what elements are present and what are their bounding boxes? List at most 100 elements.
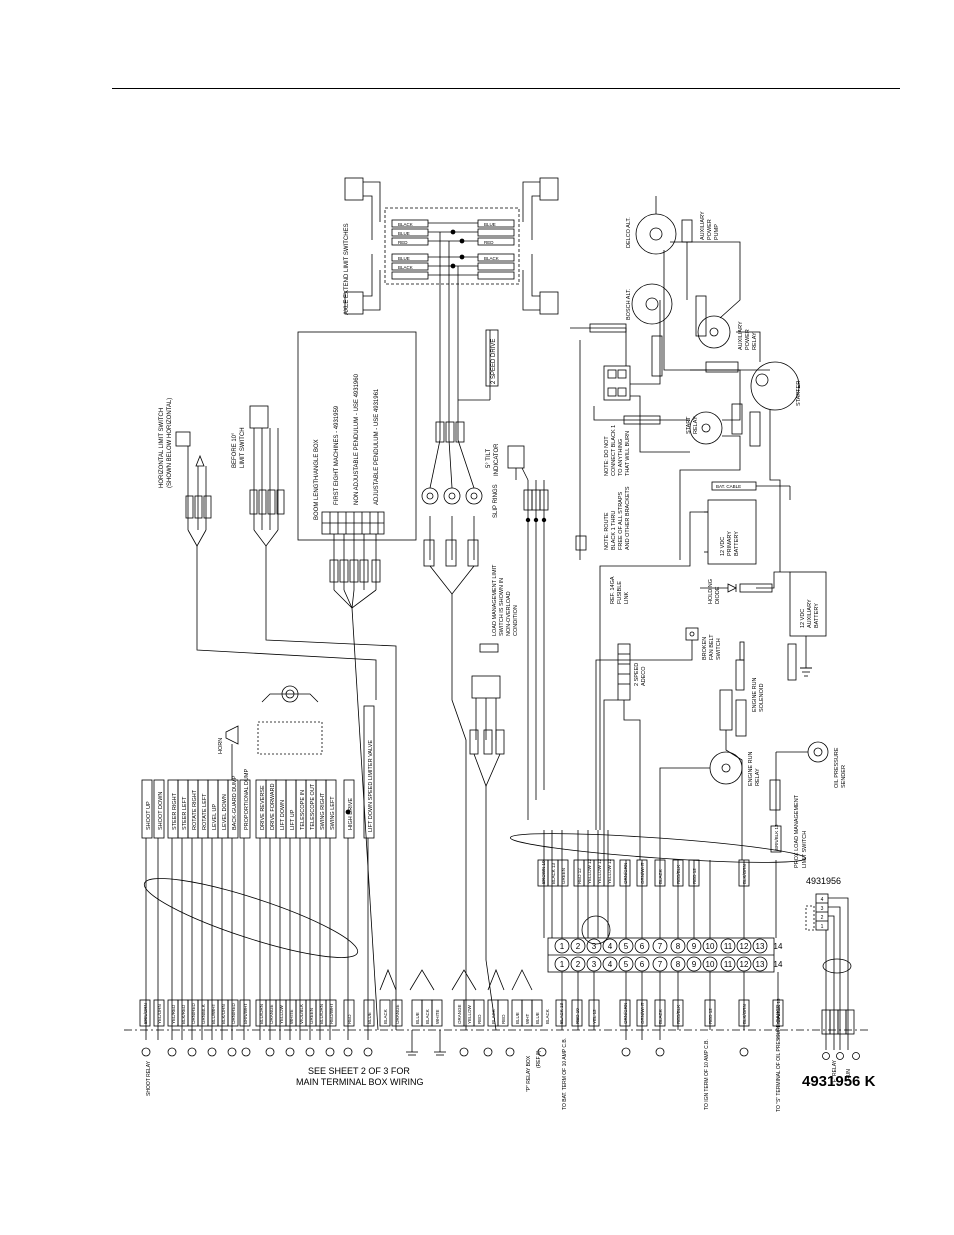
terminal-8-bottom: 8 [676,960,681,969]
bottom-tag-18: RED/WHT [329,1003,334,1024]
bottom-note-oil-gauge: TO "S" TERMINAL OF OIL PRESSURE GAUGE [776,1004,782,1112]
fan-belt-label-3: SWITCH [716,638,722,660]
note-route-1: NOTE: ROUTE [604,512,610,550]
ref-note-1: REF. 14GA [610,576,616,604]
lower-tag-1: BLACK 13 [559,1002,564,1024]
bottom-tag-22: ORANGE [395,1004,400,1024]
fan-belt-label-1: BROKEN [702,637,708,660]
tilt-indicator [507,445,549,820]
holding-diode-label-2: DIODE [715,586,721,604]
terminal-11-bottom: 11 [724,960,733,969]
upper-tag-13: BLK/ORN [742,864,747,884]
drawing-number: 4931956 K [802,1073,876,1090]
upper-tag-5: YELLOW 12 [587,858,592,884]
terminal-14-top: 14 [774,942,783,951]
control-label-shoot-down: SHOOT DOWN [158,792,164,830]
bottom-tag-26: ORANGE [457,1004,462,1024]
bottom-tag-17: BLU/ORN [319,1004,324,1024]
oil-pressure-label-1: OIL PRESSURE [834,747,840,788]
terminal-4-top: 4 [608,942,613,951]
bottom-tag-1: BRN/ORN [143,1003,148,1024]
control-label-shoot-up: SHOOT UP [146,801,152,830]
note-box-3: TO ANYTHING [618,439,624,476]
terminal-14-bottom: 14 [774,960,783,969]
note-route-3: FREE OF ALL STRAPS [618,491,624,550]
aux-relay-label-1: AUXILIARY [738,321,744,350]
fan-belt-label-2: FAN BELT [709,634,715,660]
horizontal-limit-switch [175,431,377,700]
terminal-12-bottom: 12 [740,960,749,969]
primary-battery-label-1: 12 VDC [720,537,726,556]
control-label-lift-down: LIFT DOWN [280,800,286,830]
control-label-column [141,685,375,1040]
bottom-note-ign-term: TO IGN TERM OF 10 AMP C.B. [704,1039,710,1110]
boom-box-title: BOOM LENGTH/ANGLE BOX [314,439,320,520]
bat-cable-label: BAT. CABLE [716,484,741,489]
control-label-level-down: LEVEL DOWN [222,794,228,830]
ref-note-3: LINK [624,591,630,604]
lower-tag-6: BLACK [658,1009,663,1024]
bottom-tag-14: WHITE [289,1010,294,1025]
control-label-steer-right: STEER RIGHT [172,792,178,830]
terminal-12-top: 12 [740,942,749,951]
load-mgmt-switch [469,643,505,1031]
control-label-high-drive: HIGH DRIVE [348,798,354,830]
lower-tag-5: ORN/WHT [640,1002,645,1024]
oil-pressure-label-2: SENDER [841,765,847,788]
bottom-tag-11: BLU/ORN [259,1004,264,1024]
terminal-7-top: 7 [658,942,663,951]
two-speed-drive-label: 2 SPEED DRIVE [491,339,497,384]
bottom-tag-27: YELLOW [467,1004,472,1024]
bottom-tag-3: YEL/RED [171,1004,176,1024]
horn-label: HORN [218,738,224,754]
bottom-note-run: RUN [846,1069,852,1080]
bottom-tag-9: ORN/RED [231,1002,236,1024]
slip-rings-label: SLIP RINGS [493,484,499,518]
control-label-swing-right: SWING RIGHT [320,792,326,830]
bottom-tag-2: YEL/ORN [157,1004,162,1024]
bosch-alt-label: BOSCH ALT. [626,288,632,320]
small-terminal-strip [805,893,860,1060]
tilt-indicator-label-2: INDICATOR [494,443,500,476]
note-route-2: BLACK 1 THRU [611,511,617,550]
small-terminal-2: 2 [821,915,824,921]
load-mgmt-note-3: NON-OVERLOAD [506,591,512,636]
top-wire-tag-1: BLACK [398,222,413,227]
upper-tag-2: BLACK 13 [551,862,556,884]
note-box-2: CONNECT BLACK 1 [611,425,617,476]
terminal-11-top: 11 [724,942,733,951]
bottom-tag-6: GRN/BLK [201,1004,206,1024]
aux-relay-label-3: RELAY [752,332,758,350]
control-label-rotate-right: ROTATE RIGHT [192,789,198,830]
note-box-4: THAT WILL BURN [625,431,631,476]
terminal-8-top: 8 [676,942,681,951]
control-label-swing-left: SWING LEFT [330,796,336,830]
control-label-drive-reverse: DRIVE REVERSE [260,785,266,830]
upper-tag-9: ORN/WHT [640,862,645,884]
upper-tag-4: RED 12 [577,868,582,884]
terminal-9-top: 9 [692,942,697,951]
bottom-tag-30: RED [501,1014,506,1024]
terminal-9-bottom: 9 [692,960,697,969]
horizontal-limit-label-1: HORIZONTAL LIMIT SWITCH [159,408,165,488]
upper-tag-6: YELLOW 12 [597,858,602,884]
small-terminal-3: 3 [821,906,824,912]
upper-tag-12: RED 12 [692,868,697,884]
bottom-tag-28: RED [477,1014,482,1024]
control-label-steer-left: STEER LEFT [182,796,188,830]
top-wire-tag-5: BLACK [398,265,413,270]
bottom-tag-20: BLUE [367,1012,372,1024]
lower-tag-7: RED/BLK [676,1005,681,1024]
before-limit-label-2: LIMIT SWITCH [240,427,246,468]
bottom-tag-25: WHITE [435,1010,440,1025]
bottom-tag-19: RED [347,1014,352,1024]
terminal-13-bottom: 13 [756,960,765,969]
note-route-4: AND OTHER BRACKETS [625,486,631,550]
bottom-tag-8: BLK/ORN [221,1004,226,1024]
top-wire-tag-3: RED [398,240,408,245]
bottom-tag-10: BRN/WHT [243,1003,248,1024]
terminal-2-bottom: 2 [576,960,581,969]
terminal-10-top: 10 [706,942,715,951]
bottom-tag-12: ORANGE [269,1004,274,1024]
sheet-note-line-1: SEE SHEET 2 OF 3 FOR [308,1066,410,1076]
